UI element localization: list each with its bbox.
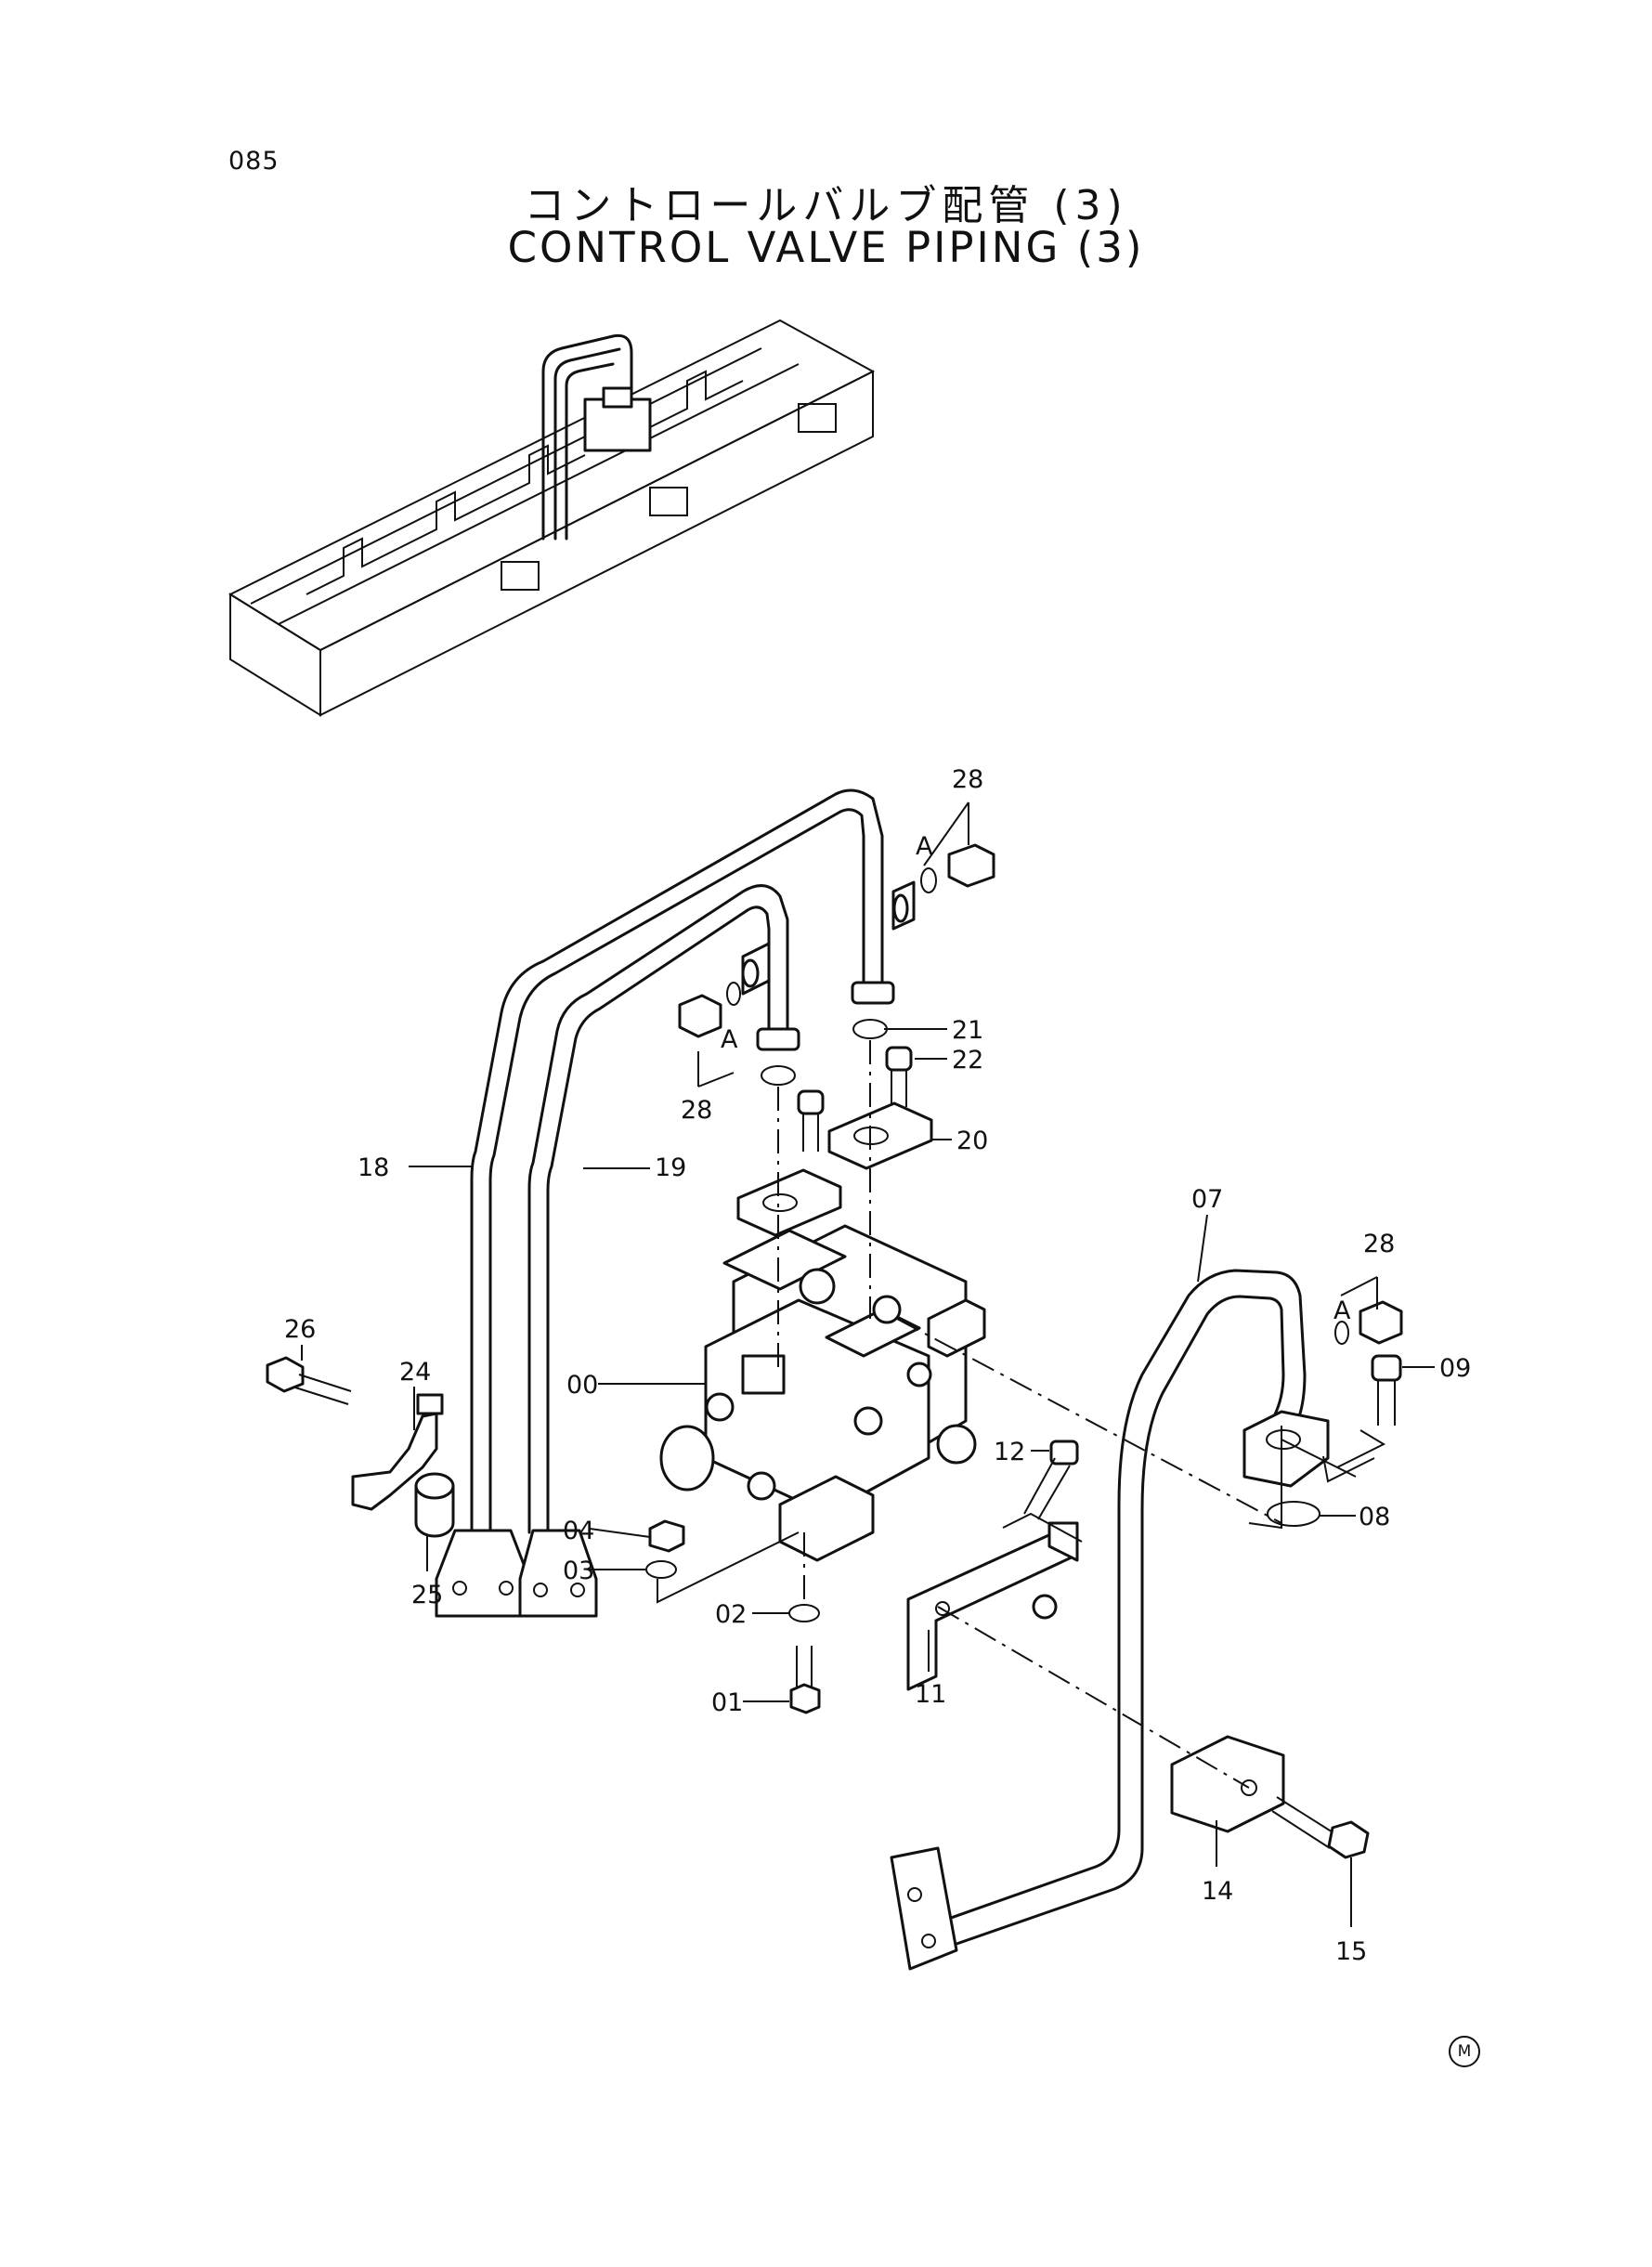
o-ring-08 [1267,1501,1320,1527]
title-english: CONTROL VALVE PIPING (3) [507,223,1145,272]
callout-00: 00 [566,1371,598,1400]
callout-25: 25 [411,1581,443,1609]
callout-09: 09 [1439,1354,1471,1383]
plug-28-right [1334,1300,1403,1345]
pipe-flanges [435,1529,598,1618]
plug-28-top-right [920,843,995,893]
corner-mark: M [1449,2036,1480,2067]
callout-19: 19 [655,1153,686,1182]
pipe-07 [890,1269,1330,1971]
bolt-22 [797,1046,913,1152]
part-callouts: 28 21 22 28 20 18 19 07 28 26 09 24 00 1… [284,765,1471,1966]
callout-12: 12 [994,1438,1025,1466]
bushing-25 [414,1472,455,1538]
page-number: 085 [228,147,280,176]
pipe-19 [527,884,800,1534]
callout-24: 24 [399,1358,431,1387]
callout-22: 22 [952,1046,983,1075]
bolt-15 [1271,1796,1370,1859]
callout-28-top: 28 [952,765,983,794]
bolt-12 [1023,1440,1079,1520]
bolt-09 [1371,1354,1402,1426]
callout-07: 07 [1191,1185,1223,1214]
view-label-a-right: A [1333,1296,1351,1325]
callout-03: 03 [563,1557,594,1585]
pipe-18 [470,788,895,1534]
callout-18: 18 [358,1153,389,1182]
callout-01: 01 [711,1688,743,1717]
callout-21: 21 [952,1016,983,1045]
clamp-24 [351,1393,444,1511]
washer-02 [788,1604,820,1622]
o-ring-21 [852,1019,888,1039]
frame-overview-illustration [228,319,876,717]
callout-11: 11 [915,1680,946,1709]
callout-02: 02 [715,1600,747,1629]
o-ring-21b [761,1065,796,1086]
view-label-a-top: A [916,832,933,861]
title-japanese: コントロールバルブ配管 (3) [524,182,1128,229]
washer-03 [645,1560,677,1579]
bracket-11 [906,1521,1079,1691]
elbow-fitting [891,880,916,931]
plug-28-left [678,982,741,1038]
callout-14: 14 [1202,1877,1233,1906]
callout-08: 08 [1359,1503,1390,1531]
assembly-centerlines [657,1040,1386,1789]
callout-28-left: 28 [681,1096,712,1125]
callout-28-right: 28 [1363,1230,1395,1258]
callout-15: 15 [1335,1937,1367,1966]
nut-04 [648,1519,685,1553]
split-flange-20 [736,1101,933,1237]
control-valve-00 [659,1224,986,1562]
clamp-14 [1170,1735,1285,1833]
callout-04: 04 [563,1517,594,1545]
view-label-a-left: A [721,1025,738,1054]
leader-lines [301,801,1435,1927]
callout-26: 26 [284,1315,316,1344]
callout-20: 20 [956,1127,988,1155]
bolt-26 [266,1356,352,1405]
bolt-01 [789,1646,821,1714]
